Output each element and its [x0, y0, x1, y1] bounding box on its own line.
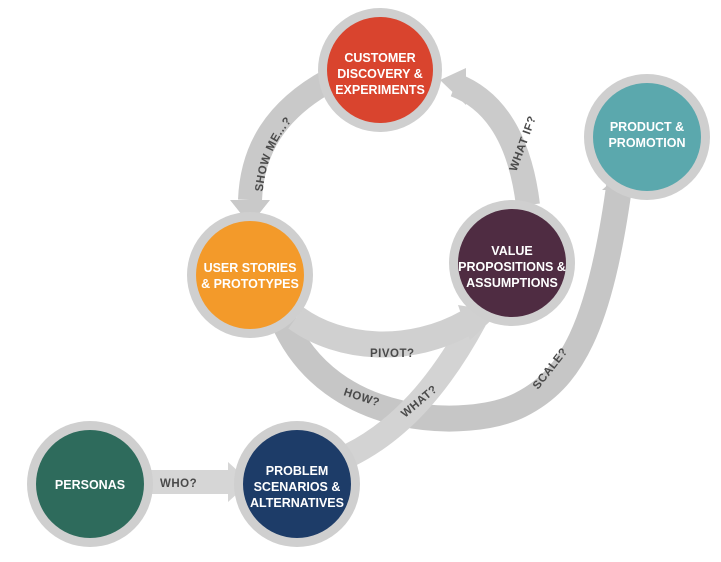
scale-arrow-band — [271, 178, 633, 432]
user-stories-line-2: & PROTOTYPES — [201, 277, 299, 291]
node-customer-discovery: CUSTOMER DISCOVERY & EXPERIMENTS — [318, 8, 442, 132]
problem-scenarios-line-3: ALTERNATIVES — [250, 496, 344, 510]
customer-discovery-line-3: EXPERIMENTS — [335, 83, 425, 97]
what-arrow-band — [344, 314, 486, 466]
pivot-arrow-band — [288, 307, 475, 358]
what-if-arrow-head — [440, 68, 466, 105]
problem-scenarios-line-1: PROBLEM — [266, 464, 329, 478]
product-promotion-line-2: PROMOTION — [608, 136, 685, 150]
value-propositions-line-1: VALUE — [491, 244, 532, 258]
value-propositions-line-3: ASSUMPTIONS — [466, 276, 558, 290]
problem-scenarios-line-2: SCENARIOS & — [254, 480, 341, 494]
customer-discovery-line-1: CUSTOMER — [344, 51, 415, 65]
what-if-arrow-band — [450, 73, 540, 207]
value-propositions-line-2: PROPOSITIONS & — [458, 260, 566, 274]
node-personas: PERSONAS — [27, 421, 153, 547]
who-arrow-band — [150, 470, 230, 494]
arrow-bands — [150, 68, 642, 502]
node-problem-scenarios: PROBLEM SCENARIOS & ALTERNATIVES — [234, 421, 360, 547]
show-me-arrow-band — [238, 69, 336, 201]
node-product-promotion: PRODUCT & PROMOTION — [584, 74, 710, 200]
user-stories-line-1: USER STORIES — [204, 261, 297, 275]
pivot-label: PIVOT? — [370, 348, 415, 360]
personas-label: PERSONAS — [55, 478, 125, 492]
product-promotion-line-1: PRODUCT & — [610, 120, 684, 134]
node-user-stories: USER STORIES & PROTOTYPES — [187, 212, 313, 338]
who-label: WHO? — [160, 478, 197, 490]
node-value-propositions: VALUE PROPOSITIONS & ASSUMPTIONS — [449, 200, 575, 326]
customer-discovery-line-2: DISCOVERY & — [337, 67, 422, 81]
